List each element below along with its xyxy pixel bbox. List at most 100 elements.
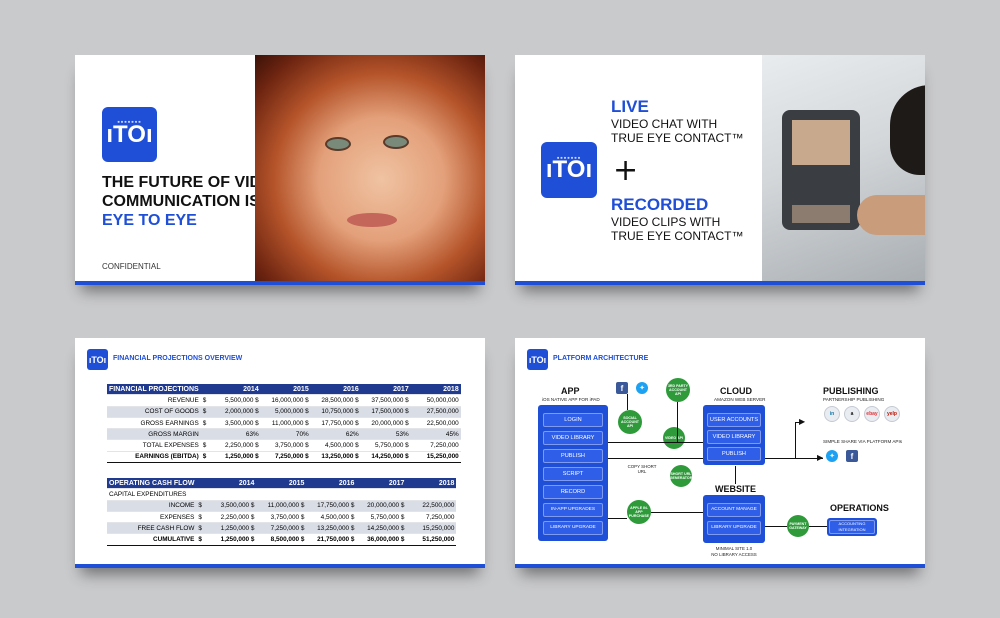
- year-header: 2015: [260, 384, 311, 396]
- bottom-bar: [75, 564, 485, 568]
- connector-line: [809, 526, 827, 527]
- arrow-right-icon: ▶: [817, 453, 824, 462]
- connector-line: [608, 458, 703, 459]
- confidential-label: CONFIDENTIAL: [102, 262, 161, 271]
- title-line-2: COMMUNICATION IS: [102, 193, 260, 210]
- operating-cash-flow-table: OPERATING CASH FLOW 2014 2015 2016 2017 …: [107, 478, 457, 546]
- cloud-panel: USER ACCOUNTS VIDEO LIBRARY PUBLISH: [703, 405, 765, 465]
- user-hair: [890, 85, 925, 175]
- connector-line: [677, 402, 678, 442]
- connector-line: [735, 466, 736, 484]
- table-row: INCOME $ 3,500,000 $ 11,000,000 $ 17,750…: [107, 500, 457, 512]
- amazon-brand: a: [844, 406, 860, 422]
- table-row: REVENUE $ 5,500,000 $ 16,000,000 $ 28,50…: [107, 394, 461, 407]
- logo-text: ıTOı: [545, 156, 593, 183]
- payment-gateway-circle: PAYMENT GATEWAY: [787, 515, 809, 537]
- table-row: GROSS MARGIN 63% 70% 62% 53% 45%: [107, 428, 461, 441]
- website-note-2: NO LIBRARY ACCESS: [711, 552, 757, 557]
- year-header: 2018: [410, 384, 461, 396]
- accounting-integration-button[interactable]: ACCOUNTING INTEGRATION: [829, 520, 875, 534]
- live-heading: LIVE: [611, 97, 649, 116]
- year-header: 2014: [206, 478, 257, 490]
- video-chat-photo: [762, 55, 925, 281]
- table-header-row: FINANCIAL PROJECTIONS 2014 2015 2016 201…: [107, 384, 461, 396]
- itoi-logo: ▪▪▪▪▪▪▪ ıTOı: [102, 107, 157, 162]
- live-sub-2: TRUE EYE CONTACT™: [611, 131, 744, 145]
- itoi-logo-small: ıTOı: [87, 349, 108, 370]
- app-panel: LOGIN VIDEO LIBRARY PUBLISH SCRIPT RECOR…: [538, 405, 608, 541]
- connector-line: [775, 458, 823, 459]
- table-row-total: CUMULATIVE $ 1,250,000 $ 8,500,000 $ 21,…: [107, 533, 457, 546]
- slide-title: ▪▪▪▪▪▪▪ ıTOı THE FUTURE OF VIDEO COMMUNI…: [75, 55, 485, 285]
- table-title: FINANCIAL PROJECTIONS: [107, 384, 201, 396]
- plus-sign: +: [613, 153, 639, 188]
- user-arm: [857, 195, 925, 235]
- connector-line: [608, 518, 627, 519]
- simple-share-note: SIMPLE SHARE VIA PLATFORM APIs: [823, 439, 903, 444]
- app-library-upgrade-button[interactable]: LIBRARY UPGRADE: [543, 521, 603, 535]
- recorded-heading: RECORDED: [611, 195, 709, 214]
- website-library-upgrade-button[interactable]: LIBRARY UPGRADE: [707, 521, 761, 535]
- year-header: 2017: [360, 384, 411, 396]
- year-header: 2014: [210, 384, 261, 396]
- woman-portrait-image: [255, 55, 485, 281]
- social-account-api-circle: SOCIAL ACCOUNT API: [618, 410, 642, 434]
- app-title: APP: [561, 386, 580, 396]
- table-row: TOTAL EXPENSES $ 2,250,000 $ 3,750,000 $…: [107, 439, 461, 452]
- itoi-logo: ▪▪▪▪▪▪▪ ıTOı: [541, 142, 597, 198]
- bottom-bar: [515, 281, 925, 285]
- website-account-manage-button[interactable]: ACCOUNT MANAGE: [707, 503, 761, 517]
- website-panel: ACCOUNT MANAGE LIBRARY UPGRADE: [703, 495, 765, 543]
- arrow-right-icon: ▶: [799, 417, 806, 426]
- app-script-button[interactable]: SCRIPT: [543, 467, 603, 481]
- recorded-sub-2: TRUE EYE CONTACT™: [611, 229, 744, 243]
- lips: [347, 213, 397, 227]
- app-publish-button[interactable]: PUBLISH: [543, 449, 603, 463]
- third-party-api-circle: 3RD PARTY ACCOUNT API: [666, 378, 690, 402]
- apple-in-app-purchase-circle: APPLE IN-APP PURCHASE: [627, 500, 651, 524]
- cloud-subtitle: AMAZON WEB SERVER: [714, 397, 766, 402]
- ipad-screen: [792, 205, 850, 223]
- table-row-total: EARNINGS (EBITDA) $ 1,250,000 $ 7,250,00…: [107, 450, 461, 464]
- cloud-user-accounts-button[interactable]: USER ACCOUNTS: [707, 413, 761, 427]
- operations-panel: ACCOUNTING INTEGRATION: [827, 518, 877, 536]
- logo-text: ıTOı: [106, 120, 153, 148]
- year-header: 2016: [310, 384, 361, 396]
- copy-short-url-note: COPY SHORT URL: [627, 464, 657, 474]
- cloud-video-library-button[interactable]: VIDEO LIBRARY: [707, 430, 761, 444]
- slide-financial-projections: ıTOı FINANCIAL PROJECTIONS OVERVIEW FINA…: [75, 338, 485, 568]
- slide-platform-architecture: ıTOı PLATFORM ARCHITECTURE APP iOS NATIV…: [515, 338, 925, 568]
- cloud-publish-button[interactable]: PUBLISH: [707, 447, 761, 461]
- device-screen: [792, 120, 850, 165]
- table-title: OPERATING CASH FLOW: [107, 478, 197, 490]
- website-note-1: MINIMAL SITE 1.0: [715, 546, 753, 551]
- video-api-circle: VIDEO API: [663, 427, 685, 449]
- app-login-button[interactable]: LOGIN: [543, 413, 603, 427]
- yelp-brand: yelp: [884, 406, 900, 422]
- table-row: CAPITAL EXPENDITURES: [107, 488, 457, 501]
- slide-title-text: THE FUTURE OF VIDEO COMMUNICATION IS EYE…: [102, 173, 284, 230]
- teleprompter-device: [782, 110, 860, 230]
- app-in-app-upgrades-button[interactable]: IN-APP UPGRADES: [543, 503, 603, 517]
- facebook-icon: f: [846, 450, 858, 462]
- website-title: WEBSITE: [715, 484, 757, 494]
- connector-line: [608, 442, 703, 443]
- year-header: 2016: [306, 478, 357, 490]
- eye-left: [325, 137, 351, 151]
- year-header: 2018: [406, 478, 457, 490]
- app-record-button[interactable]: RECORD: [543, 485, 603, 499]
- live-sub-1: VIDEO CHAT WITH: [611, 117, 718, 131]
- slide-header: PLATFORM ARCHITECTURE: [553, 355, 649, 362]
- linkedin-brand: in: [824, 406, 840, 422]
- itoi-logo-small: ıTOı: [527, 349, 548, 370]
- financial-projections-table: FINANCIAL PROJECTIONS 2014 2015 2016 201…: [107, 384, 461, 464]
- recorded-sub-1: VIDEO CLIPS WITH: [611, 215, 721, 229]
- table-row: FREE CASH FLOW $ 1,250,000 $ 7,250,000 $…: [107, 522, 457, 535]
- publishing-title: PUBLISHING: [823, 386, 879, 396]
- title-line-3: EYE TO EYE: [102, 212, 197, 229]
- ebay-brand: ebay: [864, 406, 880, 422]
- app-video-library-button[interactable]: VIDEO LIBRARY: [543, 431, 603, 445]
- bottom-bar: [75, 281, 485, 285]
- table-row: GROSS EARNINGS $ 3,500,000 $ 11,000,000 …: [107, 417, 461, 430]
- cloud-title: CLOUD: [720, 386, 752, 396]
